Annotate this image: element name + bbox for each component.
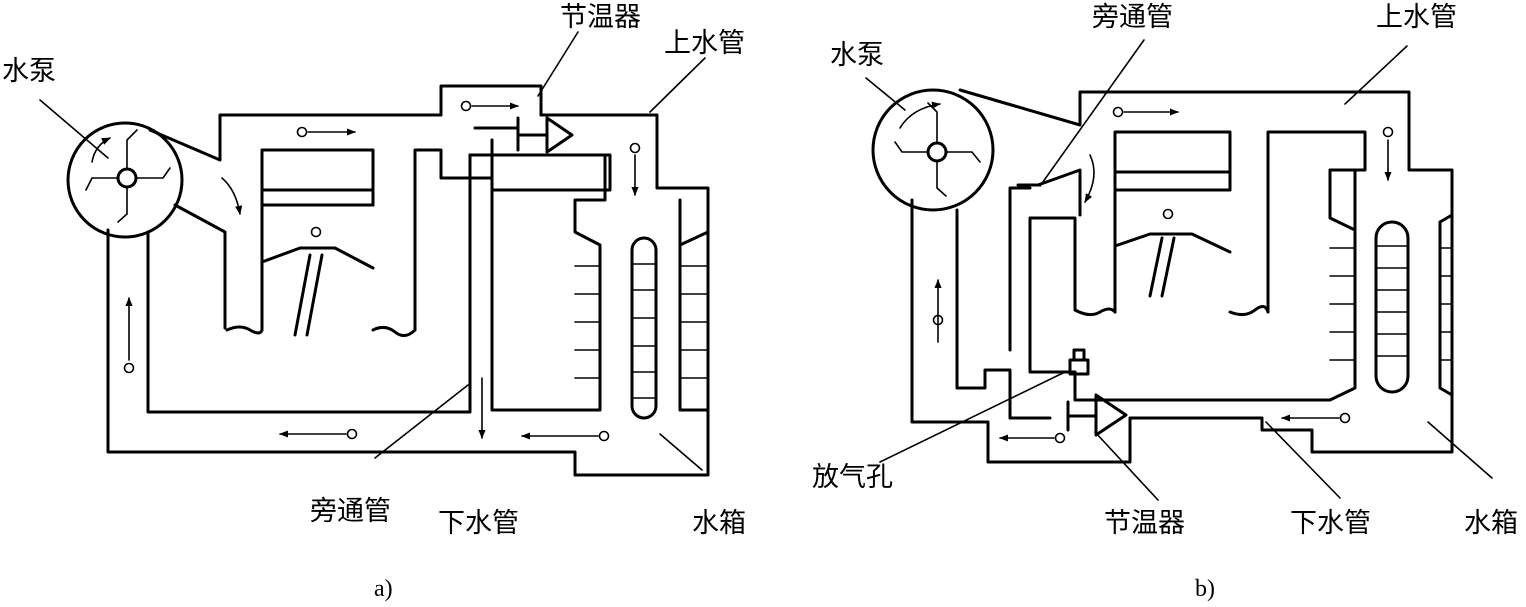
label-water-pump-a: 水泵 [2,56,56,87]
jacket-inner-a [146,153,612,414]
label-upper-hose-b: 上水管 [1376,2,1457,33]
label-thermostat-b: 节温器 [1104,508,1185,539]
diagram-b: 水泵 旁通管 上水管 放气孔 节温器 下水管 水箱 b) [812,2,1518,602]
jacket-inner-b [955,208,1052,420]
flow-arrows-a [123,100,641,442]
label-water-pump-b: 水泵 [830,40,884,71]
radiator-b [1073,168,1454,402]
caption-a: a) [374,576,393,602]
label-air-vent-b: 放气孔 [812,462,893,493]
radiator-a [573,153,710,420]
flow-arrows-b [932,106,1394,444]
thermostat-b [1066,348,1128,437]
jacket-outer-b [910,88,1454,464]
thermostat-a [473,116,574,177]
label-bypass-pipe-a: 旁通管 [310,496,391,527]
label-upper-hose-a: 上水管 [664,28,745,59]
label-lower-hose-b: 下水管 [1290,508,1371,539]
caption-b: b) [1195,576,1215,602]
jacket-outer-a [106,84,710,477]
diagram-a: 水泵 节温器 上水管 旁通管 下水管 水箱 a) [2,2,746,602]
piston-a [260,188,375,337]
label-radiator-b: 水箱 [1464,508,1518,539]
water-pump-a [66,121,184,239]
label-bypass-pipe-b: 旁通管 [1092,2,1173,33]
label-thermostat-a: 节温器 [560,2,641,33]
bypass-tube-a [468,153,577,412]
water-pump-b [871,88,995,212]
label-radiator-a: 水箱 [692,508,746,539]
piston-b [1113,170,1232,298]
label-lower-hose-a: 下水管 [438,508,519,539]
